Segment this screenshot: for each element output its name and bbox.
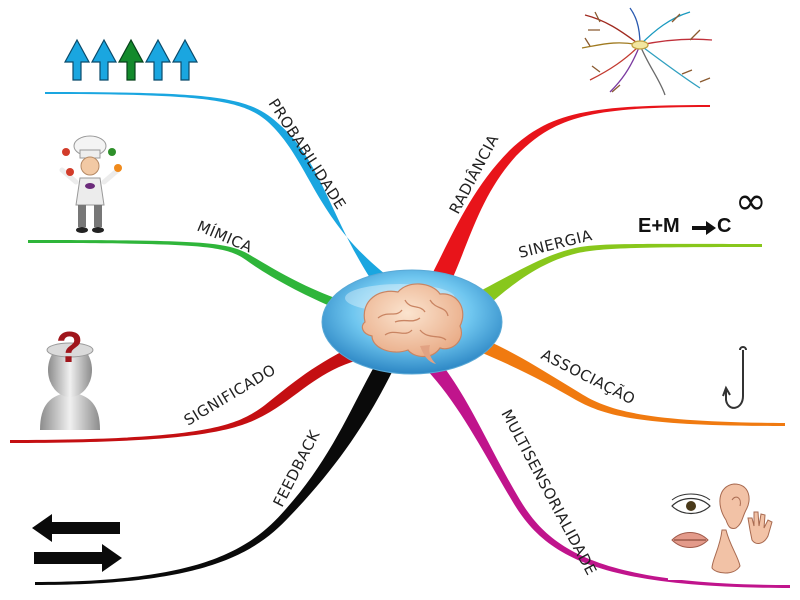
branch-sinergia (482, 243, 762, 302)
hook-icon (722, 346, 747, 409)
infinity-symbol: ∞ (735, 179, 767, 223)
branch-significado (10, 350, 358, 443)
question-mark: ? (56, 323, 83, 372)
brain-icon (361, 283, 464, 364)
hand-icon (747, 511, 773, 544)
formula-result: C (717, 215, 731, 237)
nose-icon (711, 529, 741, 574)
question-head-icon: ? (40, 323, 100, 430)
radiant-lines-icon (581, 7, 713, 96)
two-way-arrows-icon (32, 514, 122, 572)
branch-multisensorialidade (425, 362, 790, 588)
branch-radiancia (430, 105, 710, 284)
branch-probabilidade (45, 92, 390, 278)
label-mimica: MÍMICA (194, 216, 255, 256)
branch-feedback (35, 365, 392, 585)
formula-icon: E+M C ∞ (638, 179, 767, 237)
arrow-icon (692, 221, 716, 235)
center-node (321, 269, 503, 375)
formula-text: E+M (638, 215, 680, 237)
ear-icon (719, 483, 750, 529)
branch-mimica (28, 240, 335, 306)
five-arrows-icon (63, 38, 199, 81)
senses-icon (668, 480, 778, 580)
label-significado: SIGNIFICADO (181, 361, 279, 430)
juggling-chef-icon (59, 135, 122, 233)
mouth-icon (671, 532, 709, 548)
eye-icon (671, 493, 711, 515)
branch-associacao (480, 340, 785, 426)
label-probabilidade: PROBABILIDADE (265, 95, 350, 212)
